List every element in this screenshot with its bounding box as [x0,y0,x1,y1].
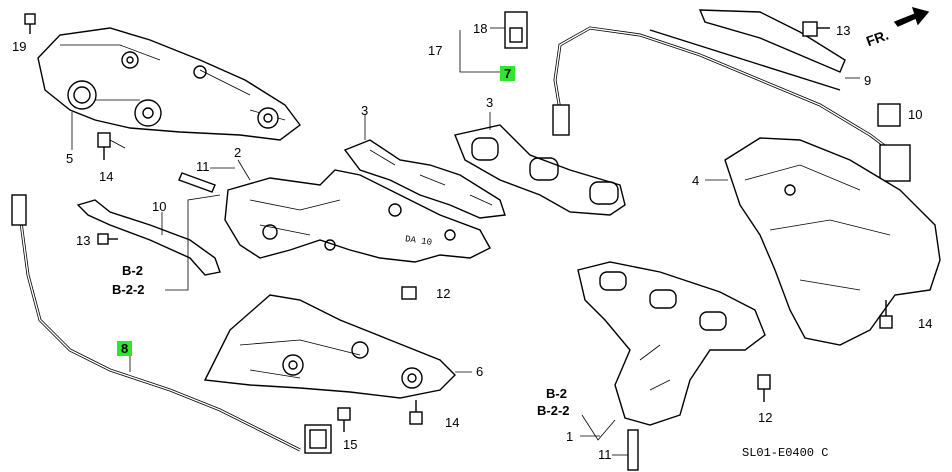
bolt-19 [24,13,36,34]
callout-1: 1 [566,429,574,444]
callout-b-2-left: B-2 [122,263,143,278]
callout-b-2-right: B-2 [546,386,567,401]
front-arrow [893,6,930,27]
manifold-heat-shield-4 [724,137,941,346]
callout-7[interactable]: 7 [500,66,516,81]
upper-heat-shield [37,27,301,141]
callout-5: 5 [66,151,74,166]
nut-12-center [401,286,417,300]
callout-11: 11 [196,159,210,174]
callout-9: 9 [864,73,872,88]
callout-12-right: 12 [758,410,773,425]
callout-3-left: 3 [361,103,369,118]
gasket-3-right [454,124,626,216]
callout-8[interactable]: 8 [117,341,133,356]
callout-13-left: 13 [76,233,91,248]
exhaust-manifold-2 [224,169,491,263]
nut-12-right [757,374,771,402]
callout-b-2-2-right: B-2-2 [537,403,570,418]
oxygen-sensor-8 [11,194,332,454]
bolt-13-right [802,21,830,37]
bolt-14-center [409,400,423,425]
bolt-14-right [879,300,893,329]
callout-18: 18 [473,21,488,36]
callout-19: 19 [12,39,27,54]
callout-15: 15 [343,437,358,452]
callout-2: 2 [234,145,242,160]
callout-10-right: 10 [908,107,923,122]
callout-14-right: 14 [918,316,933,331]
bracket-10 [76,199,221,276]
callout-10: 10 [152,199,167,214]
lower-heat-shield [203,294,456,399]
callout-17: 17 [428,43,443,58]
callout-14-center: 14 [445,415,460,430]
stud-11-upper [178,172,216,193]
callout-11-lower: 11 [598,447,612,462]
bolt-13-left [97,233,118,245]
bracket-9 [649,9,846,91]
drawing-code: SL01-E0400 C [742,446,829,460]
gasket-3-left [343,139,506,219]
callout-13-right: 13 [836,23,851,38]
bolt-14-left [97,132,126,160]
stud-11-lower [627,429,639,471]
clip-10-right [877,103,901,127]
callout-12-center: 12 [436,286,451,301]
clip-18 [504,11,528,49]
callout-4: 4 [692,173,700,188]
callout-b-2-2-left: B-2-2 [112,282,145,297]
exhaust-manifold-1 [577,261,766,426]
callout-6: 6 [476,364,484,379]
bolt-15 [337,407,351,432]
callout-14: 14 [99,169,114,184]
oxygen-sensor-7 [552,26,911,182]
callout-3-right: 3 [486,95,494,110]
